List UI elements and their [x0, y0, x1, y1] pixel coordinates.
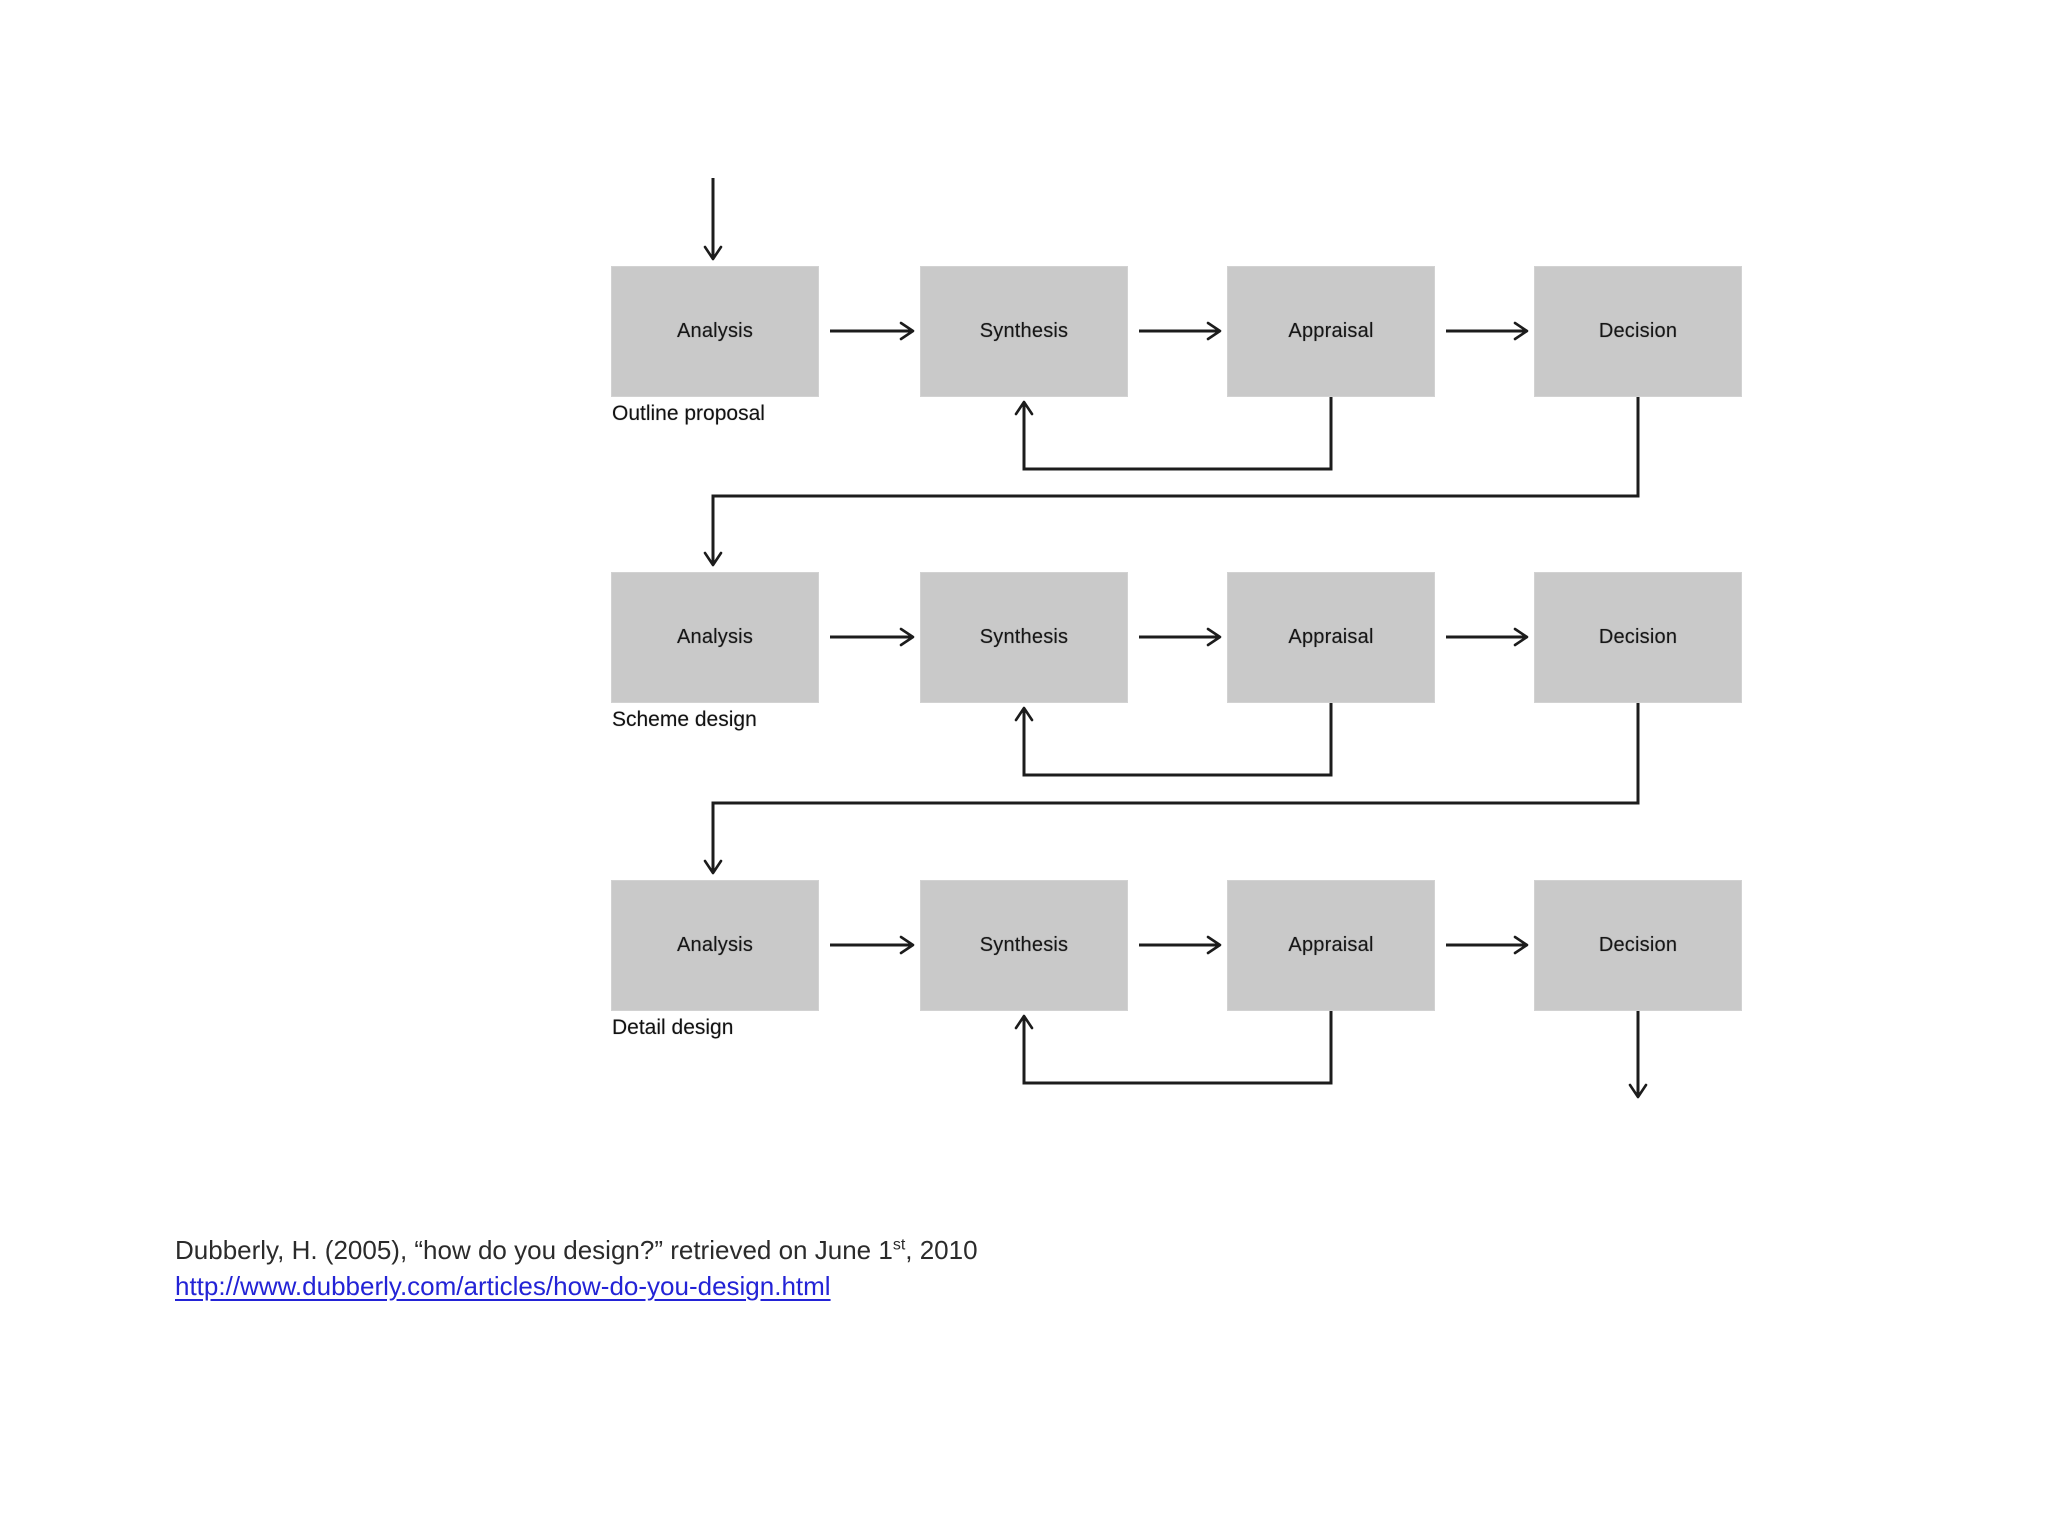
process-box-label: Synthesis [979, 934, 1069, 956]
process-box-label: Appraisal [1288, 320, 1374, 342]
process-box-appraisal-row3: Appraisal [1228, 881, 1434, 1010]
phase-label-detail-design: Detail design [612, 1016, 734, 1039]
feedback-arrow-row3 [1014, 1010, 1333, 1085]
process-box-synthesis-row2: Synthesis [921, 573, 1127, 702]
transfer-arrow-row1-row2 [703, 396, 1640, 567]
citation: Dubberly, H. (2005), “how do you design?… [175, 1232, 978, 1304]
citation-text: Dubberly, H. (2005), “how do you design?… [175, 1232, 978, 1268]
phase-label-outline-proposal: Outline proposal [612, 402, 765, 425]
citation-text-part1: Dubberly, H. (2005), “how do you design?… [175, 1235, 893, 1265]
process-box-synthesis-row3: Synthesis [921, 881, 1127, 1010]
process-box-label: Analysis [676, 320, 754, 342]
process-box-label: Decision [1598, 934, 1678, 956]
citation-link-line: http://www.dubberly.com/articles/how-do-… [175, 1268, 978, 1304]
process-box-appraisal-row2: Appraisal [1228, 573, 1434, 702]
process-box-decision-row1: Decision [1535, 267, 1741, 396]
phase-label-scheme-design: Scheme design [612, 708, 757, 731]
feedback-arrow-row1 [1014, 396, 1333, 471]
process-box-synthesis-row1: Synthesis [921, 267, 1127, 396]
process-box-label: Analysis [676, 934, 754, 956]
process-box-label: Synthesis [979, 626, 1069, 648]
process-box-label: Decision [1598, 626, 1678, 648]
transfer-arrow-row2-row3 [703, 702, 1640, 875]
process-box-label: Decision [1598, 320, 1678, 342]
process-box-analysis-row3: Analysis [612, 881, 818, 1010]
citation-superscript: st [892, 1236, 906, 1254]
process-box-decision-row3: Decision [1535, 881, 1741, 1010]
citation-link[interactable]: http://www.dubberly.com/articles/how-do-… [175, 1271, 831, 1301]
process-box-analysis-row1: Analysis [612, 267, 818, 396]
feedback-arrow-row2 [1014, 702, 1333, 777]
process-box-analysis-row2: Analysis [612, 573, 818, 702]
process-box-decision-row2: Decision [1535, 573, 1741, 702]
process-box-label: Appraisal [1288, 934, 1374, 956]
process-box-label: Appraisal [1288, 626, 1374, 648]
process-box-appraisal-row1: Appraisal [1228, 267, 1434, 396]
process-box-label: Synthesis [979, 320, 1069, 342]
citation-text-part2: , 2010 [905, 1235, 978, 1265]
process-box-label: Analysis [676, 626, 754, 648]
